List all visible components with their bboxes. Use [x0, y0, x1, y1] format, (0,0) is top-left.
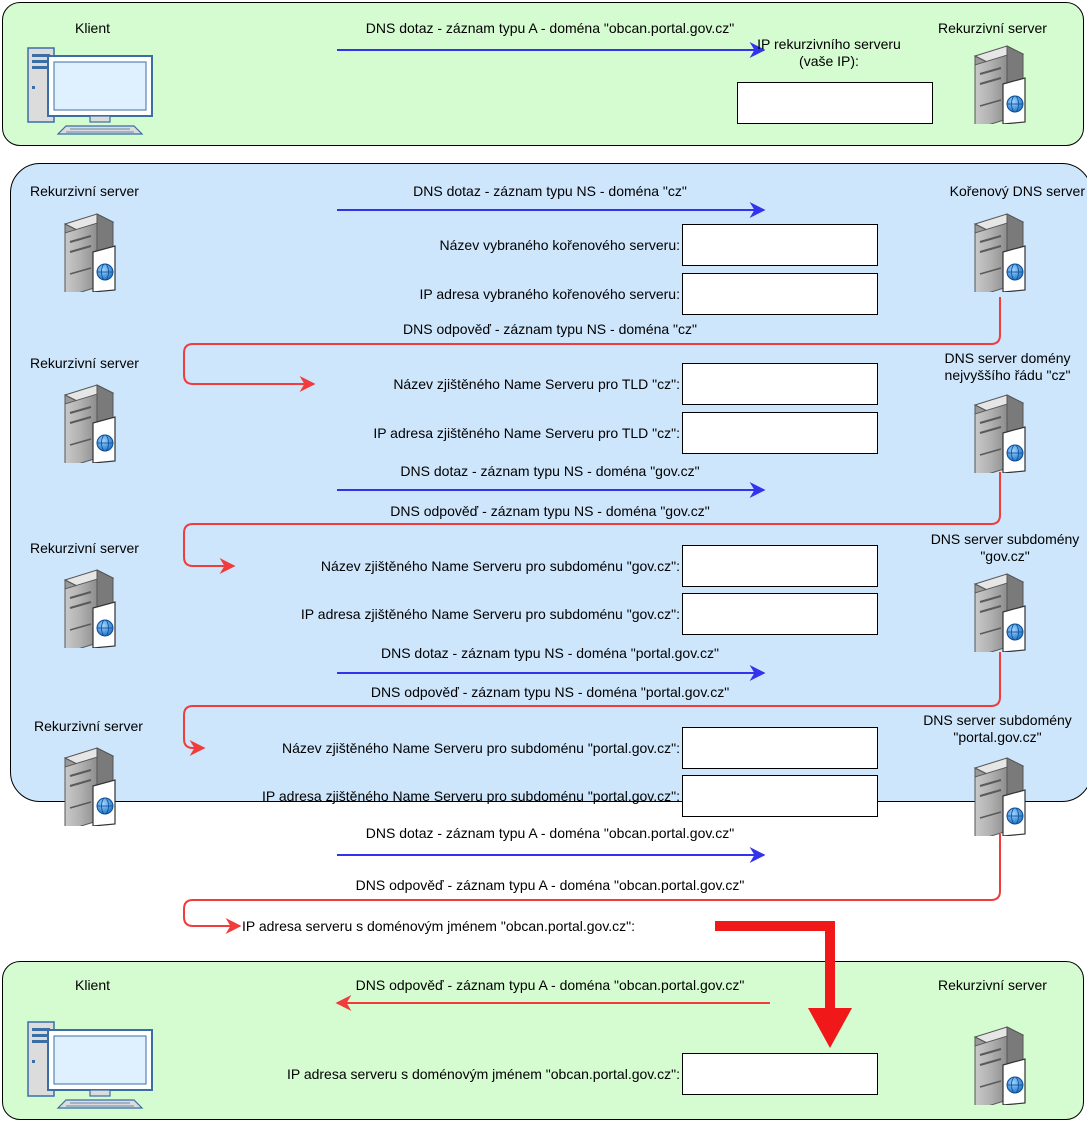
client-query-label: DNS dotaz - záznam typu A - doména "obca…: [365, 20, 735, 36]
dns-server-icon: [55, 212, 125, 292]
step2-query-label: DNS dotaz - záznam typu NS - doména "gov…: [400, 463, 700, 479]
step2-ip-field[interactable]: [682, 412, 878, 454]
step3-query-label: DNS dotaz - záznam typu NS - doména "por…: [380, 645, 720, 661]
step4-ip-label: IP adresa zjištěného Name Serveru pro su…: [262, 788, 680, 804]
dns-server-icon: [965, 1025, 1035, 1105]
dns-server-icon: [965, 572, 1035, 652]
dns-server-icon: [55, 568, 125, 648]
step2-recursive-label: Rekurzivní server: [30, 355, 139, 371]
step3-name-label: Název zjištěného Name Serveru pro subdom…: [320, 558, 680, 574]
step1-recursive-label: Rekurzivní server: [30, 183, 139, 199]
step4-server-label: DNS server subdomény "portal.gov.cz": [923, 712, 1072, 745]
step2-ip-label: IP adresa zjištěného Name Serveru pro TL…: [373, 425, 680, 441]
step4-name-field[interactable]: [682, 727, 878, 769]
desktop-computer-icon: [26, 46, 156, 136]
step3-response-label: DNS odpověď - záznam typu NS - doména "p…: [370, 684, 730, 700]
client-label: Klient: [75, 20, 111, 36]
bottom-server-label: Rekurzivní server: [938, 977, 1047, 993]
step4-recursive-label: Rekurzivní server: [34, 718, 143, 734]
step1-ip-label: IP adresa vybraného kořenového serveru:: [419, 286, 680, 302]
step1-response-label: DNS odpověď - záznam typu NS - doména "c…: [403, 321, 697, 337]
desktop-computer-icon: [26, 1020, 156, 1110]
step2-server-label: DNS server domény nejvyššího řádu "cz": [944, 350, 1071, 383]
step1-query-label: DNS dotaz - záznam typu NS - doména "cz": [413, 183, 687, 199]
bottom-response-label: DNS odpověď - záznam typu A - doména "ob…: [355, 977, 745, 993]
client-response-panel: [2, 961, 1084, 1120]
step4-query-label: DNS dotaz - záznam typu A - doména "obca…: [365, 825, 735, 841]
bottom-client-label: Klient: [75, 977, 111, 993]
step3-recursive-label: Rekurzivní server: [30, 540, 139, 556]
dns-server-icon: [55, 383, 125, 463]
dns-server-icon: [965, 393, 1035, 473]
recursive-ip-field[interactable]: [737, 82, 933, 124]
step3-server-label: DNS server subdomény "gov.cz": [930, 531, 1080, 564]
step1-server-label: Kořenový DNS server: [949, 183, 1085, 199]
step1-name-label: Název vybraného kořenového serveru:: [439, 237, 680, 253]
step4-name-label: Název zjištěného Name Serveru pro subdom…: [282, 740, 680, 756]
bottom-ip-field[interactable]: [682, 1053, 878, 1095]
recursive-ip-label: IP rekurzivního serveru (vaše IP):: [757, 36, 901, 69]
dns-server-icon: [965, 44, 1035, 124]
step1-ip-field[interactable]: [682, 273, 878, 315]
dns-server-icon: [55, 746, 125, 826]
step2-response-label: DNS odpověď - záznam typu NS - doména "g…: [390, 503, 710, 519]
dns-server-icon: [965, 212, 1035, 292]
step3-name-field[interactable]: [682, 545, 878, 587]
step2-name-label: Název zjištěného Name Serveru pro TLD "c…: [393, 376, 680, 392]
recursive-resolution-panel: [10, 163, 1087, 802]
step4-response-label: DNS odpověď - záznam typu A - doména "ob…: [355, 877, 745, 893]
step1-name-field[interactable]: [682, 224, 878, 266]
step3-ip-label: IP adresa zjištěného Name Serveru pro su…: [300, 606, 680, 622]
step3-ip-field[interactable]: [682, 593, 878, 635]
recursive-server-label-top: Rekurzivní server: [938, 20, 1047, 36]
dns-server-icon: [965, 756, 1035, 836]
result-ip-label: IP adresa serveru s doménovým jménem "ob…: [242, 918, 636, 934]
step4-ip-field[interactable]: [682, 775, 878, 817]
step2-name-field[interactable]: [682, 363, 878, 405]
bottom-ip-label: IP adresa serveru s doménovým jménem "ob…: [286, 1066, 680, 1082]
